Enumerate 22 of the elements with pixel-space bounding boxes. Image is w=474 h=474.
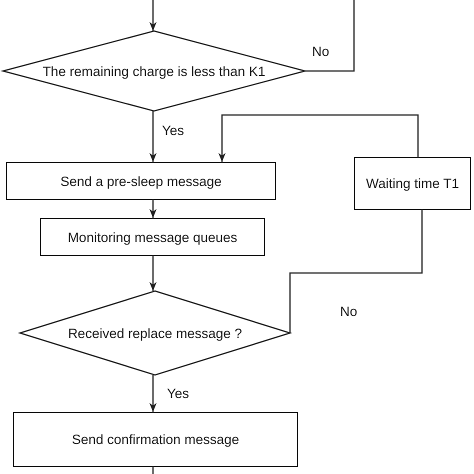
edge-label: No — [311, 44, 330, 59]
process-box — [40, 218, 265, 256]
process-box — [6, 162, 276, 200]
edge-label: Yes — [166, 386, 190, 401]
process-box — [13, 412, 298, 467]
node-text: The remaining charge is less than K1 — [42, 64, 266, 78]
edge-label: No — [339, 304, 358, 319]
edge-label: Yes — [161, 123, 186, 138]
decision-diamond — [3, 31, 305, 111]
decision-diamond — [20, 291, 290, 375]
arrow — [149, 0, 157, 31]
arrow — [149, 256, 157, 291]
process-box — [354, 157, 471, 210]
node-text: Waiting time T1 — [366, 176, 460, 191]
arrow — [149, 200, 157, 218]
node-text: Received replace message ? — [68, 326, 242, 340]
arrow — [149, 111, 157, 162]
arrow — [218, 114, 419, 162]
node-text: Send a pre-sleep message — [60, 174, 222, 188]
arrow — [149, 375, 157, 412]
node-text: Send confirmation message — [72, 432, 240, 447]
node-text: Monitoring message queues — [68, 230, 238, 244]
